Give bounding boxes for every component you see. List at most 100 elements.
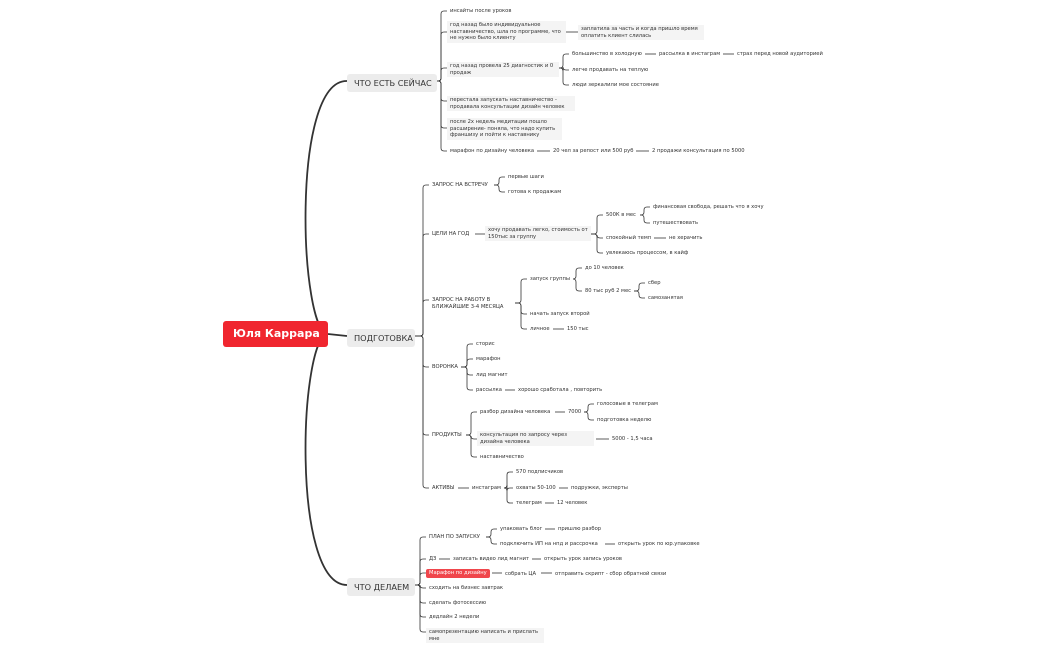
- node[interactable]: консультация по запросу через дизайна че…: [477, 431, 594, 447]
- node[interactable]: сходить на бизнес завтрак: [426, 584, 507, 593]
- connector-line: [304, 80, 348, 335]
- connector-line: [437, 80, 447, 152]
- node[interactable]: спокойный темп: [603, 234, 655, 243]
- node[interactable]: самозанятая: [645, 294, 686, 303]
- node[interactable]: финансовая свобода, решать что я хочу: [650, 203, 767, 212]
- node[interactable]: 7000: [565, 408, 585, 417]
- node[interactable]: голосовые в телеграм: [594, 400, 661, 409]
- connector-line: [415, 572, 426, 586]
- node[interactable]: сторис: [473, 340, 498, 349]
- node[interactable]: подключить ИП на нпд и рассрочка: [497, 540, 601, 549]
- node[interactable]: открыть урок запись уроков: [541, 555, 625, 564]
- node[interactable]: 2 продажи консультация по 5000: [649, 147, 748, 156]
- connector-line: [437, 31, 447, 82]
- node[interactable]: ПРОДУКТЫ: [429, 431, 465, 440]
- connector-line: [415, 584, 426, 618]
- node[interactable]: личное: [527, 325, 553, 334]
- node[interactable]: 500К в мес: [603, 211, 639, 220]
- node[interactable]: охваты 50-100: [513, 484, 559, 493]
- connector-line: [515, 278, 527, 304]
- node[interactable]: 150 тыс: [564, 325, 592, 334]
- node[interactable]: отправить скрипт - сбор обратной связи: [552, 570, 670, 579]
- connector-line: [640, 206, 650, 216]
- node[interactable]: не херачить: [666, 234, 706, 243]
- branch-current-state[interactable]: ЧТО ЕСТЬ СЕЙЧАС: [347, 74, 437, 92]
- node[interactable]: рассылка в инстаграм: [656, 50, 724, 59]
- node[interactable]: инсайты после уроков: [447, 7, 515, 16]
- node[interactable]: ПЛАН ПО ЗАПУСКУ: [426, 533, 483, 542]
- node[interactable]: дедлайн 2 недели: [426, 613, 483, 622]
- node[interactable]: люди зеркалили мое состояние: [569, 81, 662, 90]
- connector-line: [415, 584, 426, 633]
- connector-line: [591, 214, 603, 235]
- node[interactable]: легче продавать на теплую: [569, 66, 652, 75]
- node[interactable]: лид магнит: [473, 371, 511, 380]
- node[interactable]: пришлю разбор: [555, 525, 605, 534]
- connector-line: [461, 358, 473, 368]
- node[interactable]: марафон: [473, 355, 504, 364]
- node[interactable]: первые шаги: [505, 173, 547, 182]
- node[interactable]: открыть урок по юр.упаковке: [615, 540, 703, 549]
- node[interactable]: подружки, эксперты: [568, 484, 631, 493]
- node[interactable]: сделать фотосессию: [426, 599, 490, 608]
- node[interactable]: АКТИВЫ: [429, 484, 458, 493]
- branch-what-we-do[interactable]: ЧТО ДЕЛАЕМ: [347, 578, 415, 596]
- node[interactable]: записать видео лид магнит: [450, 555, 533, 564]
- connector-line: [591, 233, 603, 239]
- node[interactable]: 12 человек: [554, 499, 591, 508]
- highlighted-node[interactable]: Марафон по дизайну: [426, 569, 490, 578]
- connector-line: [415, 299, 429, 337]
- node[interactable]: хочу продавать легко, стоимость от 150ты…: [485, 226, 591, 242]
- node[interactable]: большинство в холодную: [569, 50, 645, 59]
- node[interactable]: самопрезентацию написать и прислать мне: [426, 628, 544, 644]
- node[interactable]: увлекаюсь процессом, в кайф: [603, 249, 692, 258]
- connector-line: [461, 366, 473, 376]
- node[interactable]: ДЗ: [426, 555, 440, 564]
- node[interactable]: инстаграм: [469, 484, 504, 493]
- connector-line: [515, 302, 527, 330]
- node[interactable]: ВОРОНКА: [429, 363, 461, 372]
- node[interactable]: начать запуск второй: [527, 310, 593, 319]
- node[interactable]: ЗАПРОС НА РАБОТУ В БЛИЖАЙШИЕ 3-4 МЕСЯЦА: [429, 296, 515, 312]
- root-node[interactable]: Юля Каррара: [223, 321, 328, 347]
- node[interactable]: телеграм: [513, 499, 545, 508]
- connector-line: [466, 411, 477, 436]
- node[interactable]: наставничество: [477, 453, 527, 462]
- connector-line: [591, 233, 603, 254]
- connector-line: [584, 403, 594, 413]
- node[interactable]: запуск группы: [527, 275, 574, 284]
- node[interactable]: хорошо сработала , повторить: [515, 386, 606, 395]
- node[interactable]: 5000 - 1,5 часа: [609, 435, 656, 444]
- node[interactable]: до 10 человек: [582, 264, 627, 273]
- connector-line: [461, 366, 473, 391]
- node[interactable]: перестала запускать наставничество - про…: [447, 96, 575, 112]
- node[interactable]: ЗАПРОС НА ВСТРЕЧУ: [429, 181, 491, 190]
- connector-line: [466, 434, 477, 440]
- node[interactable]: заплатила за часть и когда пришло время …: [578, 25, 704, 41]
- node[interactable]: путешествовать: [650, 219, 702, 228]
- node[interactable]: год назад было индивидуальное наставниче…: [447, 21, 566, 43]
- node[interactable]: 20 чел за репост или 500 руб: [550, 147, 637, 156]
- node[interactable]: сбер: [645, 279, 664, 288]
- node[interactable]: подготовка неделю: [594, 416, 655, 425]
- node[interactable]: 80 тыс руб 2 мес: [582, 287, 634, 296]
- node[interactable]: 570 подписчиков: [513, 468, 567, 477]
- connector-line: [559, 67, 569, 86]
- branch-preparation[interactable]: ПОДГОТОВКА: [347, 329, 415, 347]
- node[interactable]: после 2х недель медитации пошло расширен…: [447, 118, 562, 140]
- node[interactable]: ЦЕЛИ НА ГОД: [429, 230, 473, 239]
- connector-line: [415, 558, 426, 586]
- connector-line: [415, 335, 429, 436]
- node[interactable]: собрать ЦА: [502, 570, 540, 579]
- node[interactable]: год назад провела 25 диагностик и 0 прод…: [447, 62, 559, 78]
- node[interactable]: готова к продажам: [505, 188, 565, 197]
- node[interactable]: разбор дизайна человека: [477, 408, 554, 417]
- node[interactable]: страх перед новой аудиторией: [734, 50, 826, 59]
- node[interactable]: рассылка: [473, 386, 505, 395]
- node[interactable]: упаковать блог: [497, 525, 546, 534]
- connector-line: [515, 302, 527, 315]
- connector-line: [461, 343, 473, 368]
- connector-line: [634, 282, 645, 292]
- node[interactable]: марафон по дизайну человека: [447, 147, 538, 156]
